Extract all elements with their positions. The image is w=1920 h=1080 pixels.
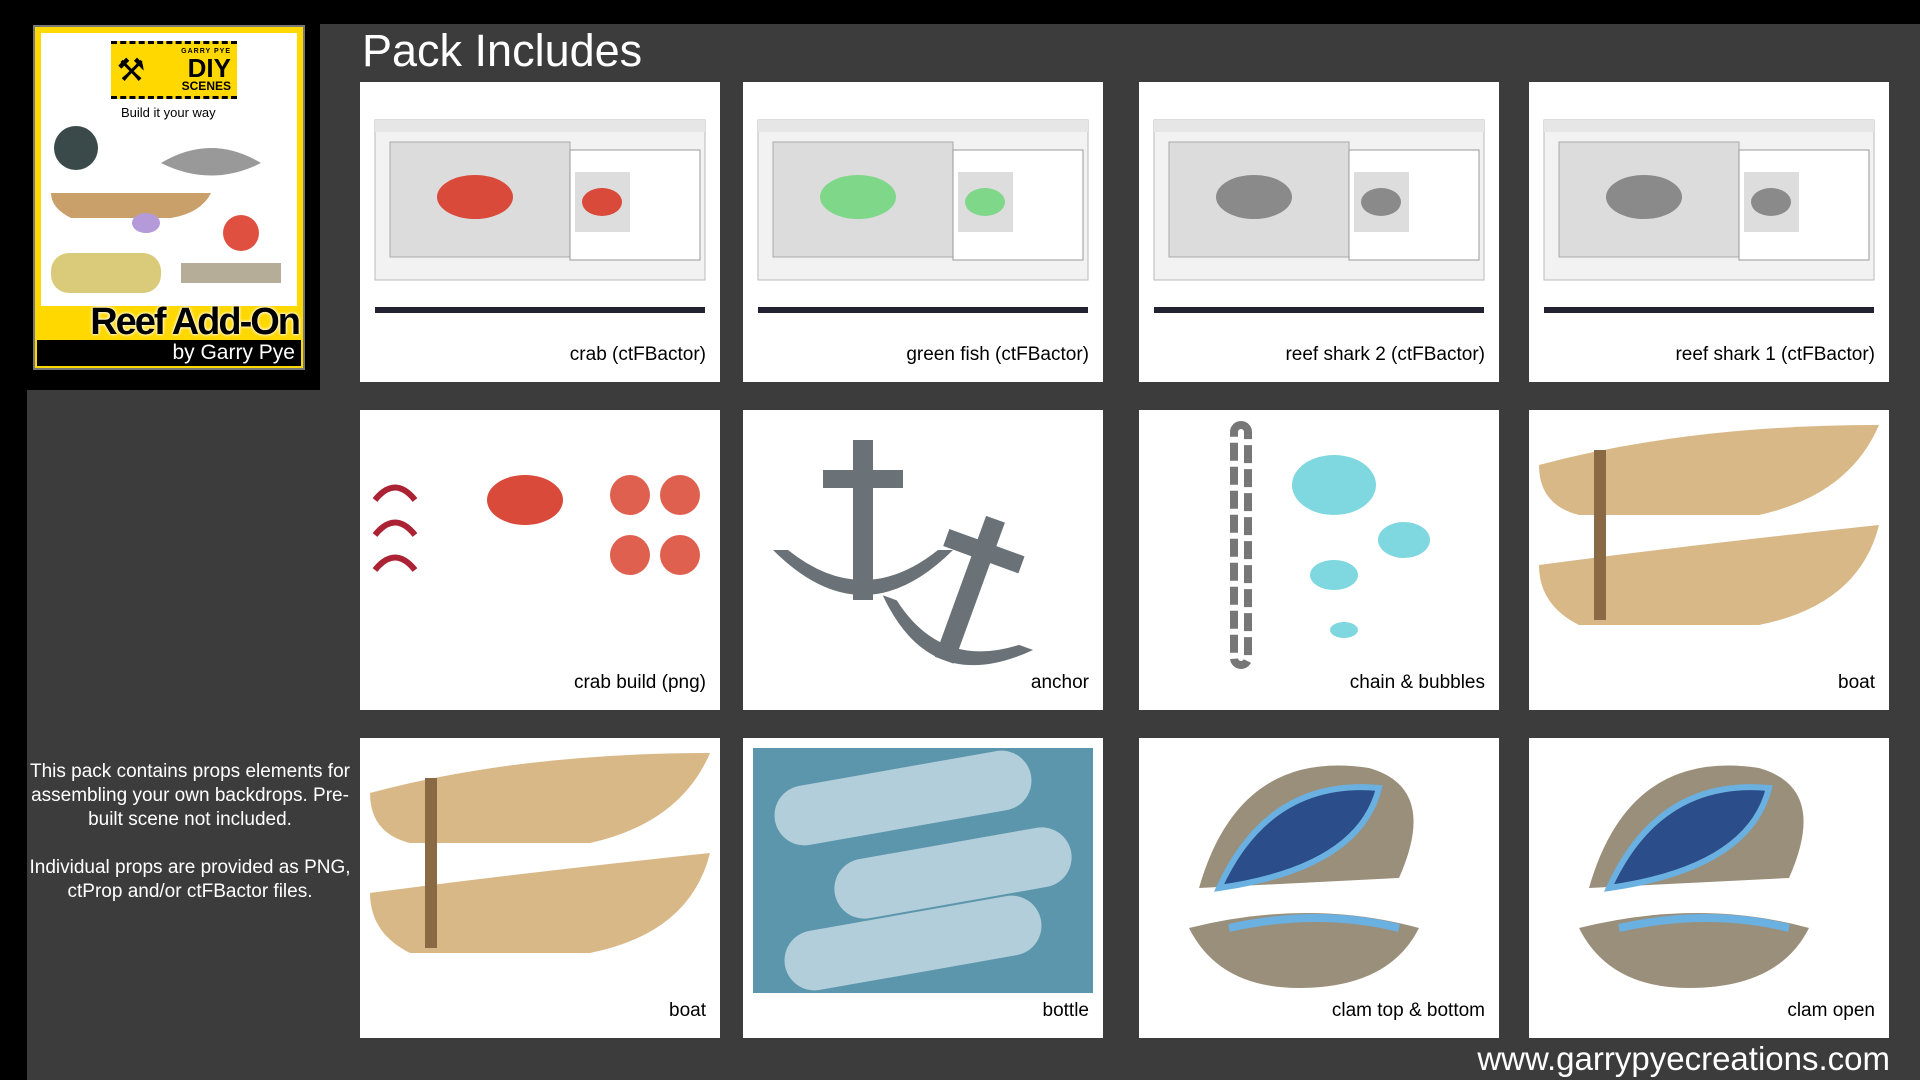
website-url[interactable]: www.garrypyecreations.com (1477, 1040, 1890, 1077)
pack-item-card[interactable]: crab (ctFBactor) (360, 82, 720, 382)
screenshot-thumbnail (757, 119, 1089, 313)
byline: by Garry Pye (37, 340, 301, 366)
chain-thumbnail (1230, 421, 1430, 669)
product-name: Reef Add-On (90, 301, 301, 343)
pack-item-card[interactable]: reef shark 2 (ctFBactor) (1139, 82, 1499, 382)
boat-thumbnail (1539, 425, 1879, 625)
item-caption: anchor (1030, 672, 1089, 693)
pack-item-card[interactable]: clam top & bottom (1139, 738, 1499, 1038)
item-caption: crab (ctFBactor) (569, 344, 706, 365)
crab-thumbnail (372, 475, 700, 575)
pack-item-card[interactable]: clam open (1529, 738, 1889, 1038)
pack-item-card[interactable]: bottle (743, 738, 1103, 1038)
screenshot-thumbnail (374, 119, 706, 313)
diy-scenes-badge: ⚒ GARRY PYE DIY SCENES (111, 41, 237, 99)
screenshot-thumbnail (1543, 119, 1875, 313)
item-caption: clam open (1787, 1000, 1875, 1021)
clam-thumbnail (1579, 765, 1809, 988)
info-text: This pack contains props elements for as… (29, 761, 351, 902)
pack-item-card[interactable]: boat (1529, 410, 1889, 710)
item-caption: reef shark 2 (ctFBactor) (1285, 344, 1485, 365)
pack-item-card[interactable]: reef shark 1 (ctFBactor) (1529, 82, 1889, 382)
pack-item-card[interactable]: anchor (743, 410, 1103, 710)
item-caption: reef shark 1 (ctFBactor) (1675, 344, 1875, 365)
item-caption: crab build (png) (573, 672, 706, 693)
tools-icon: ⚒ (116, 52, 146, 88)
product-logo: ⚒ GARRY PYE DIY SCENES Build it your way… (33, 25, 305, 370)
screenshot-thumbnail (1153, 119, 1485, 313)
boat-thumbnail (370, 753, 710, 953)
item-caption: green fish (ctFBactor) (906, 344, 1089, 365)
item-caption: chain & bubbles (1349, 672, 1485, 693)
pack-item-card[interactable]: green fish (ctFBactor) (743, 82, 1103, 382)
sea-creatures-illustration (51, 126, 281, 293)
anchor-thumbnail (773, 440, 1034, 666)
item-caption: boat (669, 1000, 706, 1021)
item-caption: clam top & bottom (1331, 1000, 1485, 1021)
pack-item-card[interactable]: crab build (png) (360, 410, 720, 710)
tagline: Build it your way (121, 105, 216, 120)
bottle-thumbnail (753, 748, 1093, 993)
clam-thumbnail (1189, 765, 1419, 988)
item-caption: bottle (1042, 1000, 1089, 1021)
pack-item-card[interactable]: chain & bubbles (1139, 410, 1499, 710)
pack-item-card[interactable]: boat (360, 738, 720, 1038)
item-caption: boat (1838, 672, 1875, 693)
logo-panel: ⚒ GARRY PYE DIY SCENES Build it your way… (0, 0, 320, 390)
page-title: Pack Includes (362, 25, 643, 76)
